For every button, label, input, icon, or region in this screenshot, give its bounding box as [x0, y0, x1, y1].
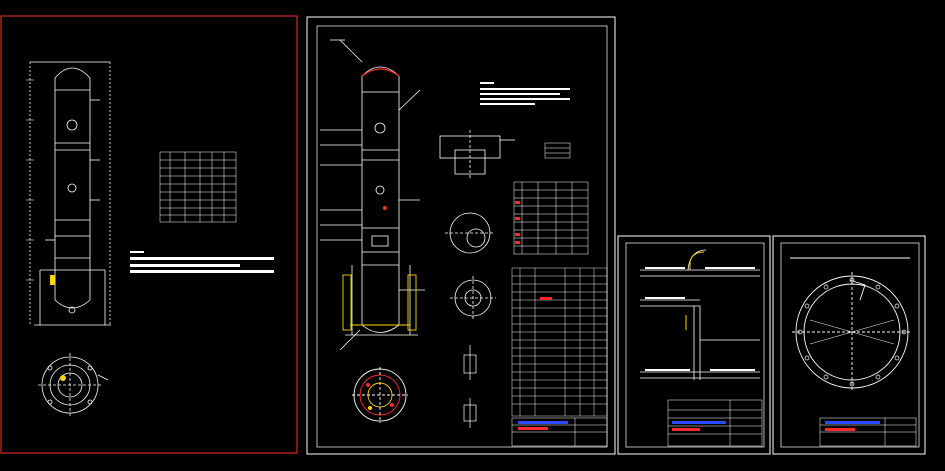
title-block-3-red-band: [672, 428, 700, 431]
flange-section-detail: [439, 130, 515, 180]
pipe-perforations: [645, 267, 755, 371]
vessel-plan-view-2: [352, 367, 408, 423]
sheet-3[interactable]: [617, 235, 771, 455]
nozzle-table-1: [159, 151, 237, 223]
flange-plate-detail: [450, 276, 496, 320]
sheet-2-inner-border: [316, 25, 608, 448]
technical-notes-2: [480, 82, 570, 105]
sheet-1[interactable]: [0, 15, 298, 454]
vessel-head-highlight-2: [361, 68, 400, 77]
sheet-2[interactable]: [306, 16, 616, 455]
manway-detail: [445, 212, 495, 254]
sheet-2-outer-border: [306, 16, 616, 455]
pipe-yellow-highlight: [685, 251, 705, 330]
nozzle-table-2: [513, 181, 589, 255]
title-block-4: [819, 417, 917, 447]
title-block-4-red-band: [825, 428, 855, 431]
pipe-distributor-detail: [640, 249, 760, 380]
sheet-3-outer-border: [617, 235, 771, 455]
sheet-4-inner-border: [780, 242, 920, 448]
technical-notes-1: [130, 251, 274, 273]
title-block-2-blue-band: [518, 421, 568, 424]
sheet-4[interactable]: [772, 235, 926, 455]
title-block-3: [667, 399, 763, 447]
vessel-elevation-1: [29, 61, 111, 326]
support-legs-2: [342, 274, 417, 331]
vessel-plan-view-1: [38, 353, 109, 417]
title-block-4-blue-band: [825, 421, 880, 424]
nozzle-marker-2: [383, 206, 387, 210]
yellow-marker-1: [50, 275, 55, 285]
nozzle-table-2-red-marks: [515, 201, 520, 244]
small-detail-a: [463, 345, 477, 428]
sheet-1-border: [0, 15, 298, 454]
small-table-2: [544, 142, 571, 159]
dimension-ticks-1: [26, 79, 34, 281]
support-ring-bolt-holes: [797, 277, 907, 387]
vessel-elevation-2: [320, 39, 425, 351]
parts-list-table-2: [511, 267, 608, 417]
support-ring-plan: [790, 257, 912, 392]
title-block-2: [511, 417, 608, 447]
nozzle-marker-1: [60, 375, 66, 381]
title-block-2-red-band: [518, 427, 548, 430]
parts-list-red-mark: [540, 297, 552, 300]
sheet-3-inner-border: [625, 242, 765, 448]
title-block-3-blue-band: [672, 421, 726, 424]
sheet-4-outer-border: [772, 235, 926, 455]
